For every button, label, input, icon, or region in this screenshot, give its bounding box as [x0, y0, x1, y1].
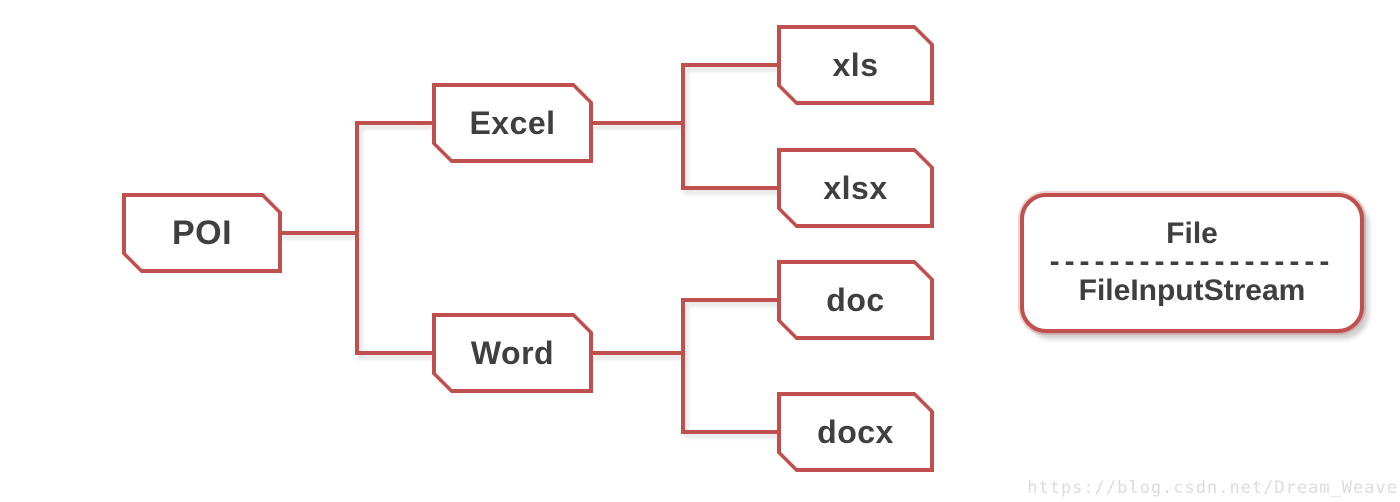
node-excel-label: Excel [469, 104, 556, 141]
node-docx-label: docx [817, 413, 894, 450]
node-doc: doc [777, 260, 934, 340]
node-xls-label: xls [832, 46, 879, 83]
connector-excel-to-xls-xlsx [681, 63, 779, 190]
connector-poi-to-excel-word [355, 121, 434, 355]
node-xlsx-face: xlsx [781, 152, 930, 224]
watermark-url: https://blog.csdn.net/Dream_Weave [1027, 478, 1398, 498]
node-poi-face: POI [126, 197, 278, 269]
node-word: Word [432, 313, 593, 393]
node-poi: POI [122, 193, 282, 273]
node-poi-label: POI [171, 213, 233, 252]
node-xlsx-label: xlsx [823, 169, 888, 206]
node-excel-face: Excel [436, 87, 589, 159]
node-doc-face: doc [781, 264, 930, 336]
node-docx-face: docx [781, 396, 930, 468]
fileinputstream-label: FileInputStream [1078, 274, 1306, 308]
node-xls-face: xls [781, 29, 930, 101]
node-excel: Excel [432, 83, 593, 163]
node-xls: xls [777, 25, 934, 105]
node-docx: docx [777, 392, 934, 472]
node-xlsx: xlsx [777, 148, 934, 228]
node-word-face: Word [436, 317, 589, 389]
node-doc-label: doc [826, 281, 885, 318]
node-word-label: Word [470, 334, 555, 371]
file-io-box: File ------------------- FileInputStream [1020, 193, 1364, 333]
file-label: File [1166, 217, 1218, 251]
connector-word-to-doc-docx [681, 298, 779, 434]
dashed-divider: ------------------- [1049, 250, 1335, 275]
